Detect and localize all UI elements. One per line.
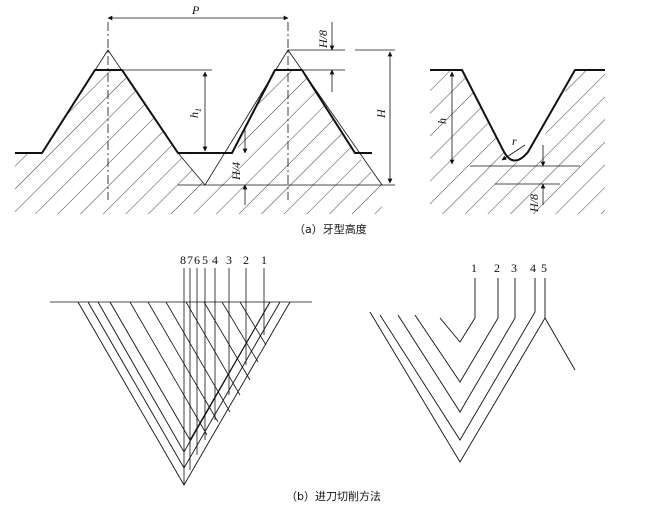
hatch-area-left <box>15 70 382 214</box>
step-number-2: 2 <box>494 261 500 275</box>
infeed-right: 1 2 3 4 5 <box>369 261 576 463</box>
h8-top-label: H/8 <box>316 30 330 49</box>
cut-line-5 <box>203 301 251 381</box>
step-number-5: 5 <box>541 261 547 275</box>
h-right-label: h <box>435 118 449 124</box>
basic-triangle <box>41 49 383 186</box>
caption-a: （a）牙型高度 <box>294 222 367 236</box>
radius-label: r <box>512 134 517 148</box>
step-path-4 <box>379 278 536 441</box>
pitch-label: P <box>191 3 200 17</box>
pass-number-6: 6 <box>194 253 200 267</box>
cut-line-3 <box>165 301 231 413</box>
step-number-4: 4 <box>530 261 536 275</box>
step-path-3 <box>397 278 516 413</box>
h-total-label: H <box>374 108 388 119</box>
thread-outline-right <box>430 69 605 162</box>
h1-label: h1 <box>187 108 203 118</box>
step-path-2 <box>414 278 499 383</box>
pass-number-5: 5 <box>202 253 208 267</box>
pass-number-3: 3 <box>226 253 232 267</box>
pass-number-2: 2 <box>243 253 249 267</box>
pass-number-4: 4 <box>212 253 218 267</box>
h4-label: H/4 <box>229 162 243 181</box>
thread-profile-left: P H/8 H h1 H/4 <box>15 3 395 214</box>
thread-profile-right: h r H/8 <box>430 69 605 214</box>
caption-b: （b）进刀切削方法 <box>286 489 381 503</box>
cut-line-1 <box>129 301 208 436</box>
cut-line-4 <box>185 301 241 396</box>
cut-line-7 <box>239 301 267 346</box>
step-path-1 <box>439 278 476 343</box>
cut-line-2 <box>147 301 219 423</box>
h8-bottom-label: H/8 <box>527 194 541 213</box>
step-number-3: 3 <box>511 261 517 275</box>
pass-number-8: 8 <box>180 253 186 267</box>
pass-number-7: 7 <box>187 253 193 267</box>
radius-leader <box>501 144 526 161</box>
step-path-5-tail <box>544 317 576 371</box>
step-path-5 <box>369 278 546 463</box>
hatch-area-right <box>430 70 605 214</box>
cut-line-6 <box>221 301 259 363</box>
pass-number-1: 1 <box>261 253 267 267</box>
step-number-1: 1 <box>471 261 477 275</box>
infeed-left: 8 7 6 5 4 3 2 1 <box>50 253 312 486</box>
